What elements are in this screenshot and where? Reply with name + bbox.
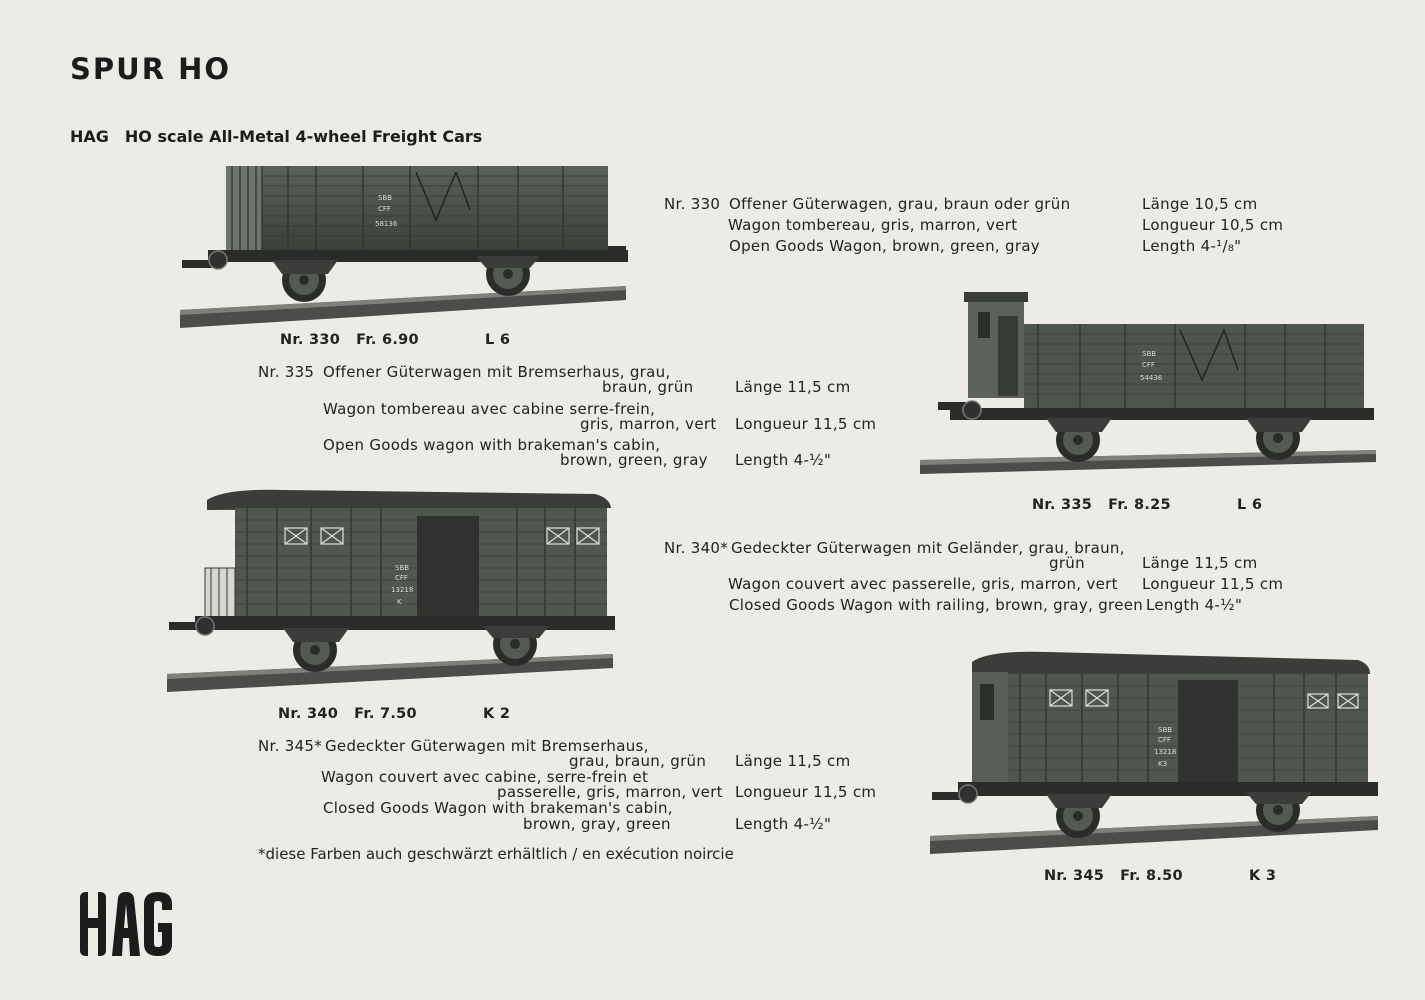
desc-340-size-en: Length 4-½" xyxy=(1146,596,1243,614)
wagon-335-marking-2: CFF xyxy=(1142,361,1155,369)
caption-345-nr: Nr. 345 xyxy=(1044,868,1105,884)
wagon-345-photo: SBB CFF 13218 K3 xyxy=(930,651,1378,854)
hag-logo xyxy=(80,892,172,956)
desc-340-size-fr: Longueur 11,5 cm xyxy=(1142,575,1284,593)
wagon-340-marking-2: CFF xyxy=(395,574,408,582)
wagon-335-marking-3: 54436 xyxy=(1140,374,1163,382)
caption-340-code: K 2 xyxy=(482,706,511,722)
caption-330-nr: Nr. 330 xyxy=(280,332,341,348)
caption-345-price: Fr. 8.50 xyxy=(1120,868,1183,884)
desc-330-en: Open Goods Wagon, brown, green, gray xyxy=(729,237,1040,255)
footnote: *diese Farben auch geschwärzt erhältlich… xyxy=(258,845,734,863)
caption-335-code: L 6 xyxy=(1236,497,1263,513)
wagon-340-photo: SBB CFF 13218 K xyxy=(167,489,615,692)
desc-330-size-fr: Longueur 10,5 cm xyxy=(1142,216,1284,234)
desc-335-fr-cont: gris, marron, vert xyxy=(580,415,717,433)
desc-335-de: Offener Güterwagen mit Bremserhaus, grau… xyxy=(323,363,671,381)
wagon-330-marking-1: SBB xyxy=(378,194,392,202)
desc-340-de-cont: grün xyxy=(1049,554,1085,572)
wagon-345-marking-4: K3 xyxy=(1158,760,1167,768)
desc-340-fr: Wagon couvert avec passerelle, gris, mar… xyxy=(728,575,1118,593)
caption-330: Nr. 330 Fr. 6.90 L 6 xyxy=(280,332,510,348)
wagon-345-marking-2: CFF xyxy=(1158,736,1171,744)
caption-340-price: Fr. 7.50 xyxy=(354,706,417,722)
wagon-330-photo: SBB CFF 58136 xyxy=(180,166,628,328)
wagon-340-marking-1: SBB xyxy=(395,564,409,572)
caption-335-nr: Nr. 335 xyxy=(1032,497,1093,513)
caption-330-code: L 6 xyxy=(484,332,511,348)
desc-335-fr: Wagon tombereau avec cabine serre-frein, xyxy=(323,400,656,418)
brand-name: HAG xyxy=(70,127,109,146)
desc-345-size-en: Length 4-½" xyxy=(735,815,832,833)
caption-345: Nr. 345 Fr. 8.50 K 3 xyxy=(1044,868,1276,884)
desc-345-en-cont: brown, gray, green xyxy=(523,815,671,833)
subtitle-text: HO scale All-Metal 4-wheel Freight Cars xyxy=(124,127,483,146)
caption-340-nr: Nr. 340 xyxy=(278,706,339,722)
desc-345-size-de: Länge 11,5 cm xyxy=(735,752,851,770)
desc-345-de: Gedeckter Güterwagen mit Bremserhaus, xyxy=(325,737,649,755)
wagon-340-marking-3: 13218 xyxy=(391,586,413,594)
wagon-335-marking-1: SBB xyxy=(1142,350,1156,358)
desc-345-fr-cont: passerelle, gris, marron, vert xyxy=(497,783,723,801)
desc-330-size-en: Length 4-¹/₈" xyxy=(1142,237,1242,255)
caption-330-price: Fr. 6.90 xyxy=(356,332,419,348)
wagon-345-marking-3: 13218 xyxy=(1154,748,1176,756)
desc-335-size-en: Length 4-½" xyxy=(735,451,832,469)
desc-335-en-cont: brown, green, gray xyxy=(560,451,708,469)
desc-345-fr: Wagon couvert avec cabine, serre-frein e… xyxy=(321,768,649,786)
desc-345-de-cont: grau, braun, grün xyxy=(569,752,707,770)
desc-330-nr: Nr. 330 xyxy=(664,195,721,213)
desc-330-fr: Wagon tombereau, gris, marron, vert xyxy=(728,216,1018,234)
desc-340-size-de: Länge 11,5 cm xyxy=(1142,554,1258,572)
page-title: SPUR HO xyxy=(70,52,232,86)
desc-335-en: Open Goods wagon with brakeman's cabin, xyxy=(323,436,661,454)
desc-335-size-fr: Longueur 11,5 cm xyxy=(735,415,877,433)
catalog-subtitle: HAG HO scale All-Metal 4-wheel Freight Ca… xyxy=(70,127,482,146)
wagon-330-marking-2: CFF xyxy=(378,205,391,213)
caption-345-code: K 3 xyxy=(1248,868,1277,884)
desc-345-nr: Nr. 345* xyxy=(258,737,323,755)
desc-335-de-cont: braun, grün xyxy=(602,378,694,396)
caption-340: Nr. 340 Fr. 7.50 K 2 xyxy=(278,706,510,722)
desc-340-de: Gedeckter Güterwagen mit Geländer, grau,… xyxy=(731,539,1125,557)
wagon-335-photo: SBB CFF 54436 xyxy=(920,292,1376,474)
caption-335: Nr. 335 Fr. 8.25 L 6 xyxy=(1032,497,1262,513)
desc-340-en: Closed Goods Wagon with railing, brown, … xyxy=(729,596,1144,614)
desc-345-en: Closed Goods Wagon with brakeman's cabin… xyxy=(323,799,673,817)
wagon-345-marking-1: SBB xyxy=(1158,726,1172,734)
desc-340-nr: Nr. 340* xyxy=(664,539,729,557)
desc-335-size-de: Länge 11,5 cm xyxy=(735,378,851,396)
caption-335-price: Fr. 8.25 xyxy=(1108,497,1171,513)
desc-345-size-fr: Longueur 11,5 cm xyxy=(735,783,877,801)
wagon-330-marking-3: 58136 xyxy=(375,220,398,228)
desc-330-size-de: Länge 10,5 cm xyxy=(1142,195,1258,213)
desc-335-nr: Nr. 335 xyxy=(258,363,315,381)
wagon-340-marking-4: K xyxy=(397,598,402,606)
desc-330-de: Offener Güterwagen, grau, braun oder grü… xyxy=(729,195,1071,213)
